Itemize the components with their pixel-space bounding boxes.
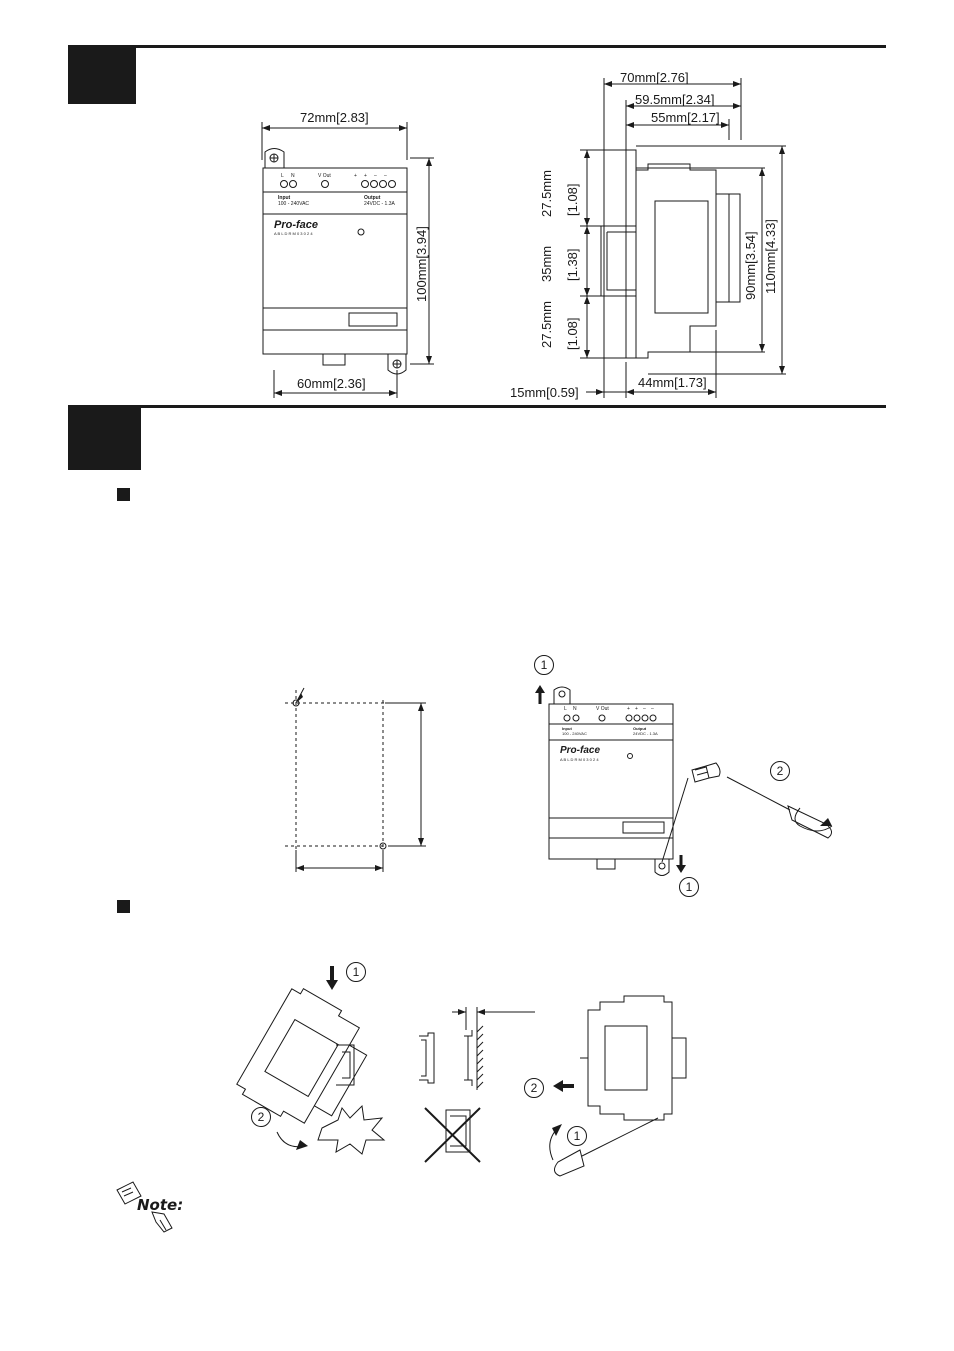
din-step-2-left: 2 [251, 1107, 271, 1127]
mount-terminal-vout: V Out [596, 706, 609, 712]
side-rail-offset-label: 15mm[0.59] [510, 385, 579, 400]
mount-model-number: A B L D R M 0 3 0 2 4 [560, 757, 599, 762]
mount-terminal-plus1: + [627, 706, 630, 712]
note-label: Note: [137, 1196, 184, 1214]
mount-terminal-plus2: + [635, 706, 638, 712]
mount-output-label: Output [633, 726, 647, 731]
side-depth-mid-label: 59.5mm[2.34] [635, 92, 715, 107]
side-bottom-depth-label: 44mm[1.73] [638, 375, 707, 390]
mount-input-spec: 100 - 240VAC [562, 731, 587, 736]
mount-step-1-bottom: 1 [679, 877, 699, 897]
mount-step-2: 2 [770, 761, 790, 781]
input-label: Input [278, 195, 291, 201]
mount-terminal-n: N [573, 706, 577, 712]
output-label: Output [364, 195, 381, 201]
section-1-rule [68, 45, 886, 48]
terminal-label-n: N [291, 173, 295, 179]
terminal-label-minus2: – [384, 173, 387, 179]
mount-terminal-minus2: – [651, 706, 654, 712]
input-spec: 100 - 240VAC [278, 201, 310, 207]
mount-brand-logo: Pro-face [560, 745, 601, 756]
terminal-label-vout: V Out [318, 173, 331, 179]
side-depth-total-label: 70mm[2.76] [620, 70, 689, 85]
output-spec: 24VDC - 1.3A [364, 201, 395, 207]
brand-logo: Pro-face [274, 219, 319, 231]
din-step-2-right: 2 [524, 1078, 544, 1098]
terminal-label-minus1: – [374, 173, 377, 179]
model-number: A B L D R M 0 3 0 2 4 [274, 231, 313, 236]
mount-output-spec: 24VDC - 1.3A [633, 731, 658, 736]
section-2-rule [68, 405, 886, 408]
section-2-header-block [68, 407, 141, 470]
subsection-1-bullet [117, 488, 130, 501]
mount-terminal-l: L [564, 706, 567, 712]
din-step-1-bottom: 1 [567, 1126, 587, 1146]
terminal-label-plus1: + [354, 173, 357, 179]
terminal-label-l: L [281, 173, 284, 179]
subsection-2-bullet [117, 900, 130, 913]
side-depth-inner-label: 55mm[2.17] [651, 110, 720, 125]
din-step-1-top: 1 [346, 962, 366, 982]
mount-input-label: Input [562, 726, 572, 731]
terminal-label-plus2: + [364, 173, 367, 179]
mount-terminal-minus1: – [643, 706, 646, 712]
front-width-top-label: 72mm[2.83] [300, 110, 369, 125]
section-1-header-block [68, 46, 136, 104]
mount-step-1-top: 1 [534, 655, 554, 675]
front-width-bottom-label: 60mm[2.36] [297, 376, 366, 391]
